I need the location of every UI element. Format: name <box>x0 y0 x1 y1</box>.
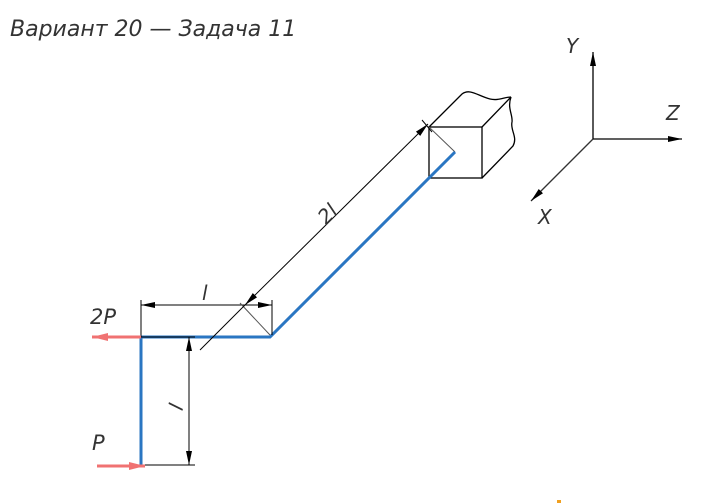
axis-x-label: X <box>537 205 553 229</box>
axis-z-label: Z <box>665 101 681 125</box>
artifact-mark <box>557 500 561 503</box>
dim-vertical-label: l <box>164 401 189 413</box>
coordinate-axes <box>530 52 682 202</box>
dimension-vertical <box>141 336 195 466</box>
force-2p-label: 2P <box>90 305 116 329</box>
title: Вариант 20 — Задача 11 <box>10 17 296 42</box>
force-p-label: P <box>92 431 105 455</box>
beam <box>139 150 457 465</box>
dim-diagonal-label: 2l <box>313 199 343 229</box>
dimension-horizontal <box>140 300 273 337</box>
axis-y-label: Y <box>566 34 580 58</box>
fixed-support <box>428 91 516 179</box>
dimension-diagonal <box>199 119 433 351</box>
dim-horizontal-label: l <box>202 281 208 305</box>
